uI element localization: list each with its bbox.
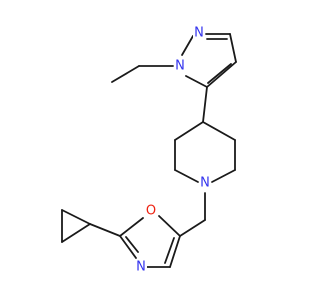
atom-pyrazole-n2: N <box>193 25 205 41</box>
atom-label-background <box>145 203 157 219</box>
structure-svg: N N N O N <box>61 25 237 275</box>
atom-label-oxazole-n: N <box>136 260 146 275</box>
atom-label-pyrazole-n2: N <box>194 26 204 41</box>
bond-pip-n-c6 <box>174 169 199 183</box>
bond-pip-c4-c3 <box>202 121 236 141</box>
bond-ox-c2-n <box>119 235 137 259</box>
atom-label-pyrazole-n1: N <box>175 59 185 74</box>
bond-pyr-c4-c5 <box>206 61 237 88</box>
bond-ch2-ox <box>179 219 206 237</box>
atom-oxazole-n: N <box>135 259 147 275</box>
bond-pyr-c4-c5-double <box>207 63 232 84</box>
atom-labels: N N N O N <box>135 25 211 275</box>
bond-pip-c2-n <box>211 169 236 183</box>
atom-label-background <box>174 58 186 74</box>
bonds <box>61 33 237 268</box>
bond-ox-c4-c5 <box>169 235 181 268</box>
bond-pyr-c3-c4 <box>229 33 237 63</box>
bond-ethyl-ch3 <box>111 65 140 83</box>
atom-label-piperidine-n: N <box>200 176 210 191</box>
bond-cp-a-b <box>61 209 91 225</box>
bond-ox-cyclopropyl <box>89 223 121 237</box>
bond-cp-c-a <box>61 223 91 243</box>
bond-ox-c2-n-double <box>125 236 139 253</box>
atom-label-oxazole-o: O <box>146 204 156 219</box>
atom-label-background <box>193 25 205 41</box>
bond-ox-o-c2 <box>119 217 144 237</box>
bond-pyr-c5-n1 <box>185 75 208 88</box>
atom-pyrazole-n1: N <box>174 58 186 74</box>
bond-ox-c4-c5-double <box>164 237 175 264</box>
bond-pyr-pip <box>202 86 208 123</box>
atom-piperidine-n: N <box>199 175 211 191</box>
bond-pyr-n1-n2 <box>181 35 194 56</box>
atom-label-background <box>135 259 147 275</box>
atom-label-background <box>199 175 211 191</box>
bond-ox-c5-o <box>158 215 181 237</box>
molecule-diagram: N N N O N <box>61 25 237 275</box>
bond-pip-c5-c4 <box>174 121 204 141</box>
atom-oxazole-o: O <box>145 203 157 219</box>
